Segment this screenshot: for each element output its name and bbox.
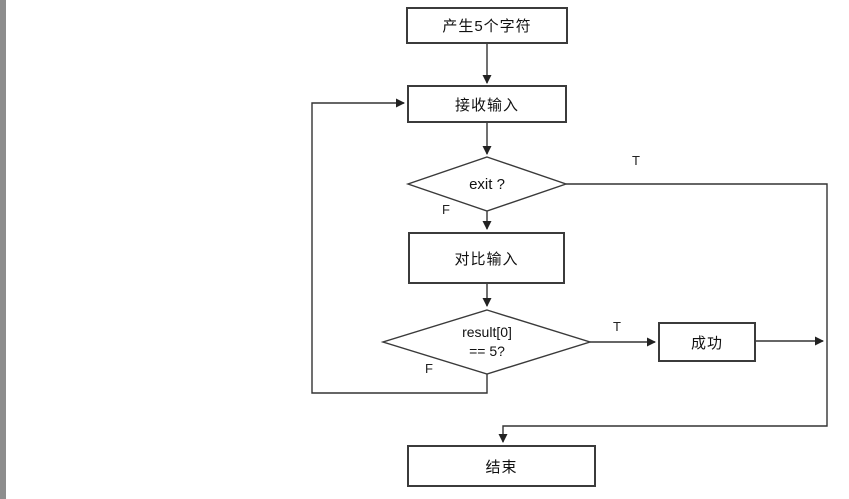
- result-decision-line1: result[0]: [462, 324, 512, 340]
- node-receive-label: 接收输入: [454, 96, 519, 114]
- result-decision-shape: [380, 309, 593, 375]
- window-edge-bar: [0, 0, 6, 499]
- node-compare-label: 对比输入: [454, 250, 519, 268]
- node-end: 结束: [407, 445, 596, 487]
- node-generate-label: 产生5个字符: [442, 18, 532, 35]
- node-receive: 接收输入: [407, 85, 567, 123]
- exit-false-branch-label: F: [442, 202, 450, 217]
- exit-decision-shape: [405, 156, 569, 212]
- exit-decision-label: exit ?: [469, 175, 505, 193]
- node-success: 成功: [658, 322, 756, 362]
- exit-true-branch-label: T: [632, 153, 640, 168]
- edge-exit-true-to-end: [498, 183, 828, 443]
- edge-result-false-loop-to-receive: [311, 98, 488, 394]
- result-true-branch-label: T: [613, 319, 621, 334]
- result-decision-line2: == 5?: [469, 343, 505, 359]
- node-end-label: 结束: [485, 458, 518, 476]
- node-result-decision: result[0] == 5?: [437, 319, 537, 365]
- node-exit-decision: exit ?: [437, 172, 537, 196]
- node-generate: 产生5个字符: [406, 7, 568, 44]
- node-success-label: 成功: [690, 334, 723, 352]
- result-false-branch-label: F: [425, 361, 433, 376]
- node-compare: 对比输入: [408, 232, 565, 284]
